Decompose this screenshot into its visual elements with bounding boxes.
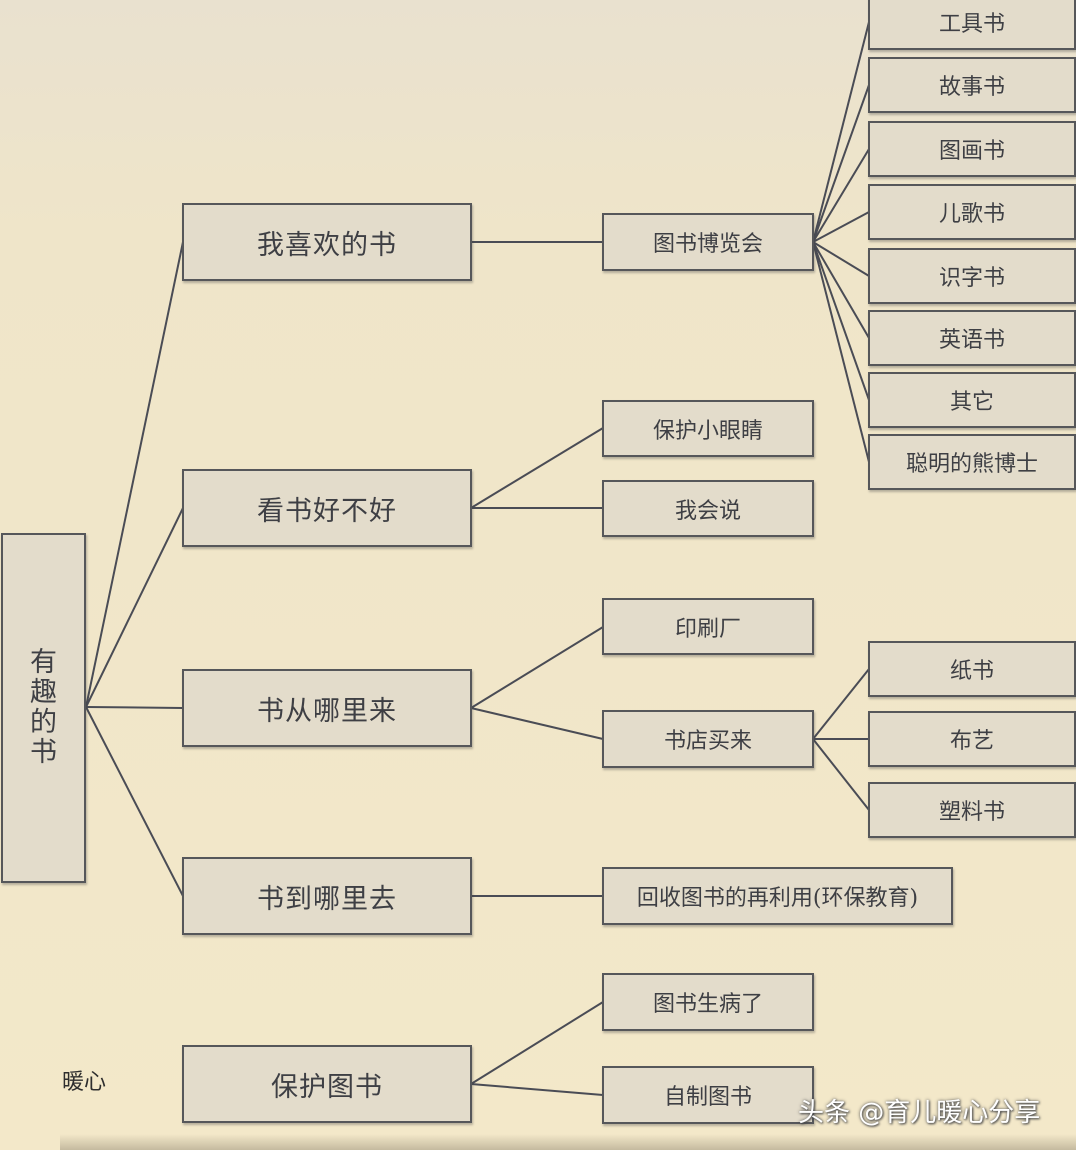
connector-line <box>85 241 184 708</box>
node-paper-books: 纸书 <box>868 641 1076 697</box>
root-char: 趣 <box>30 677 57 708</box>
connector-line <box>85 706 184 709</box>
connector-line <box>470 1001 604 1085</box>
node-cloth-books: 布艺 <box>868 711 1076 767</box>
node-reference-books: 工具书 <box>868 0 1076 50</box>
connector-line <box>812 241 870 401</box>
node-is-reading-good: 看书好不好 <box>182 469 472 547</box>
node-books-got-sick: 图书生病了 <box>602 973 814 1031</box>
connector-line <box>85 507 184 708</box>
connector-line <box>812 241 870 277</box>
node-nursery-rhyme-books: 儿歌书 <box>868 184 1076 240</box>
node-where-books-come-from: 书从哪里来 <box>182 669 472 747</box>
node-bought-at-bookstore: 书店买来 <box>602 710 814 768</box>
node-i-can-speak: 我会说 <box>602 480 814 537</box>
watermark-right: 头条 @育儿暖心分享 <box>798 1098 1041 1128</box>
root-char: 有 <box>30 647 57 678</box>
connector-line <box>812 21 870 243</box>
connector-line <box>812 241 870 463</box>
connector-line <box>85 706 184 897</box>
page-bottom-edge <box>60 1134 1076 1150</box>
node-plastic-books: 塑料书 <box>868 782 1076 838</box>
node-english-books: 英语书 <box>868 310 1076 366</box>
connector-line <box>812 84 870 243</box>
connector-line <box>470 626 604 709</box>
root-char: 的 <box>30 707 57 738</box>
connector-line <box>812 211 870 243</box>
node-smart-dr-bear: 聪明的熊博士 <box>868 434 1076 490</box>
connector-line <box>812 241 870 339</box>
connector-line <box>470 707 604 740</box>
connector-line <box>812 148 870 243</box>
node-where-books-go: 书到哪里去 <box>182 857 472 935</box>
watermark-left: 暖心 <box>62 1070 107 1095</box>
connector-line <box>470 427 604 509</box>
node-protect-books: 保护图书 <box>182 1045 472 1123</box>
node-literacy-books: 识字书 <box>868 248 1076 304</box>
node-story-books: 故事书 <box>868 57 1076 113</box>
node-homemade-books: 自制图书 <box>602 1066 814 1124</box>
node-book-recycling: 回收图书的再利用(环保教育) <box>602 867 953 925</box>
node-protect-eyes: 保护小眼睛 <box>602 400 814 457</box>
connector-line <box>812 668 870 740</box>
root-char: 书 <box>30 737 57 768</box>
root-node: 有 趣 的 书 <box>1 533 86 883</box>
connector-line <box>470 1083 604 1096</box>
connector-line <box>812 738 870 811</box>
node-my-favorite-books: 我喜欢的书 <box>182 203 472 281</box>
node-picture-books: 图画书 <box>868 121 1076 177</box>
node-others: 其它 <box>868 372 1076 428</box>
node-printing-factory: 印刷厂 <box>602 598 814 655</box>
node-book-fair: 图书博览会 <box>602 213 814 271</box>
